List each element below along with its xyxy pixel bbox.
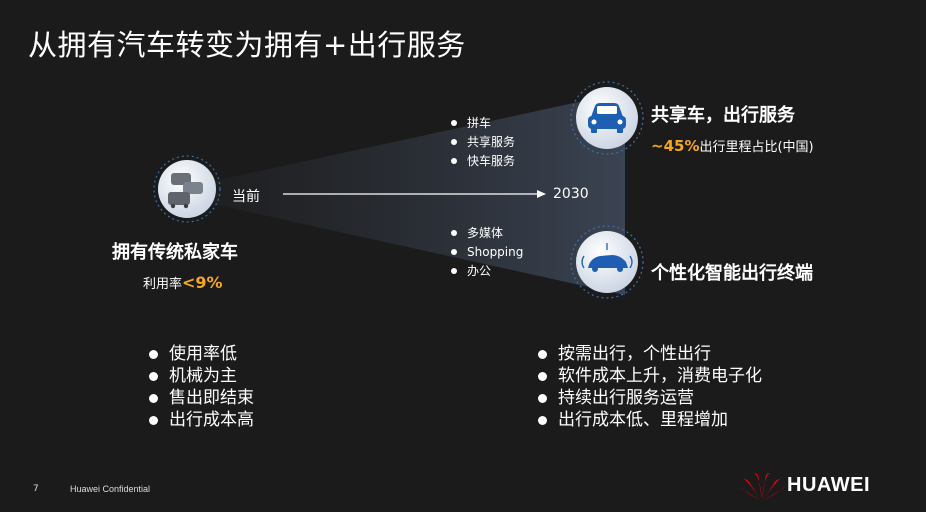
list-item: 按需出行，个性出行 bbox=[536, 343, 762, 365]
huawei-logo-icon bbox=[740, 473, 784, 500]
smart-terminal-title: 个性化智能出行终端 bbox=[651, 263, 813, 284]
shared-services-list: 拼车 共享服务 快车服务 bbox=[449, 114, 515, 171]
list-item: Shopping bbox=[449, 243, 523, 262]
slide-title: 从拥有汽车转变为拥有+出行服务 bbox=[28, 28, 466, 62]
utilization-label: 利用率 bbox=[143, 277, 183, 292]
huawei-logo-text: HUAWEI bbox=[787, 474, 870, 496]
confidential-notice: Huawei Confidential bbox=[70, 484, 151, 494]
list-item: 多媒体 bbox=[449, 224, 523, 243]
private-car-title: 拥有传统私家车 bbox=[112, 242, 238, 263]
list-item: 共享服务 bbox=[449, 133, 515, 152]
traffic-cars-icon bbox=[153, 155, 221, 223]
list-item: 售出即结束 bbox=[147, 387, 254, 409]
shared-car-share: ~45%出行里程占比(中国) bbox=[651, 136, 814, 155]
list-item: 快车服务 bbox=[449, 152, 515, 171]
list-item: 软件成本上升，消费电子化 bbox=[536, 365, 762, 387]
list-item: 办公 bbox=[449, 262, 523, 281]
share-value: ~45% bbox=[651, 137, 700, 155]
list-item: 出行成本低、里程增加 bbox=[536, 409, 762, 431]
list-item: 持续出行服务运营 bbox=[536, 387, 762, 409]
list-item: 使用率低 bbox=[147, 343, 254, 365]
share-label: 出行里程占比(中国) bbox=[699, 140, 814, 155]
smart-car-icon bbox=[570, 225, 644, 299]
private-car-points: 使用率低 机械为主 售出即结束 出行成本高 bbox=[147, 343, 254, 431]
smart-terminal-features-list: 多媒体 Shopping 办公 bbox=[449, 224, 523, 281]
page-number: 7 bbox=[33, 484, 39, 494]
timeline-end-label: 2030 bbox=[553, 186, 589, 202]
timeline-start-label: 当前 bbox=[232, 189, 260, 205]
timeline-arrowhead bbox=[537, 190, 546, 198]
list-item: 拼车 bbox=[449, 114, 515, 133]
shared-car-title: 共享车，出行服务 bbox=[651, 105, 795, 126]
private-car-utilization: 利用率<9% bbox=[143, 273, 223, 292]
utilization-value: <9% bbox=[182, 273, 223, 292]
car-front-icon bbox=[570, 81, 644, 155]
future-mobility-points: 按需出行，个性出行 软件成本上升，消费电子化 持续出行服务运营 出行成本低、里程… bbox=[536, 343, 762, 431]
list-item: 机械为主 bbox=[147, 365, 254, 387]
list-item: 出行成本高 bbox=[147, 409, 254, 431]
